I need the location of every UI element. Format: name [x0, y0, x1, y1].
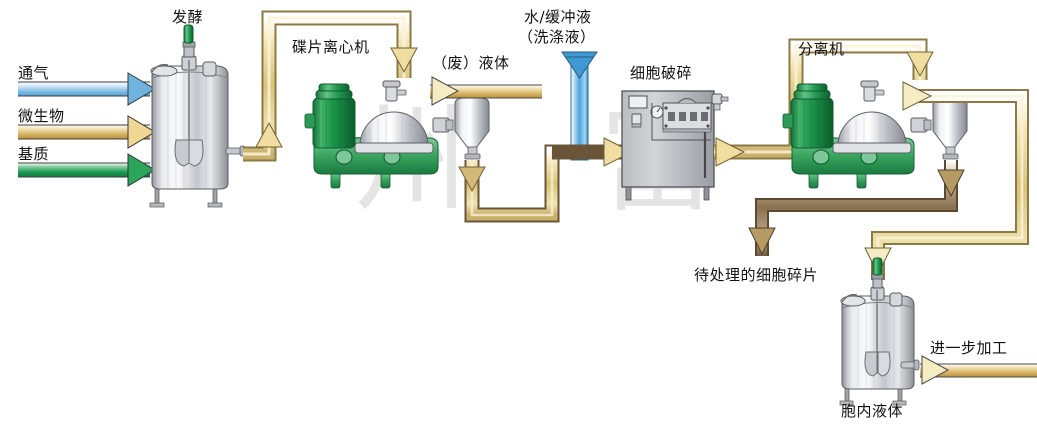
wash-liquid-inlet-pipe	[561, 51, 598, 161]
label-disc-centrifuge: 碟片离心机	[292, 38, 370, 56]
substrate-inlet-arrow	[18, 153, 156, 187]
label-wash-liquid-line2: （洗涤液）	[518, 28, 596, 46]
label-substrate: 基质	[18, 145, 50, 163]
label-waste-liquid: （废）液体	[432, 54, 510, 72]
label-wash-liquid-line1: 水/缓冲液	[524, 8, 592, 26]
further-processing-arrow	[920, 355, 1037, 385]
homogenizer	[621, 90, 729, 201]
pipe-separator-solids	[748, 160, 965, 256]
label-cell-disruption: 细胞破碎	[630, 64, 693, 82]
waste-liquid-outlet-arrow	[430, 76, 542, 106]
label-aeration: 通气	[18, 64, 50, 82]
separator	[782, 80, 968, 189]
microorganism-inlet-arrow	[18, 115, 156, 149]
product-tank	[839, 257, 920, 406]
label-intracellular-liquid: 胞内液体	[841, 402, 904, 420]
label-cell-debris: 待处理的细胞碎片	[694, 266, 819, 284]
label-microorganism: 微生物	[18, 107, 65, 125]
pipe-homogenizer-to-separator	[714, 38, 934, 167]
pipe-to-homogenizer	[552, 137, 634, 167]
pipe-centrifuge-solids	[458, 144, 612, 223]
pipe-fermenter-to-centrifuge	[243, 10, 418, 162]
fermenter-tank	[149, 24, 246, 208]
label-further-processing: 进一步加工	[930, 339, 1008, 357]
aeration-inlet-arrow	[18, 72, 156, 106]
pipe-separator-light-phase	[864, 81, 1029, 280]
disc-centrifuge	[304, 80, 490, 189]
label-fermentation: 发酵	[172, 8, 204, 26]
label-separator: 分离机	[798, 40, 845, 58]
